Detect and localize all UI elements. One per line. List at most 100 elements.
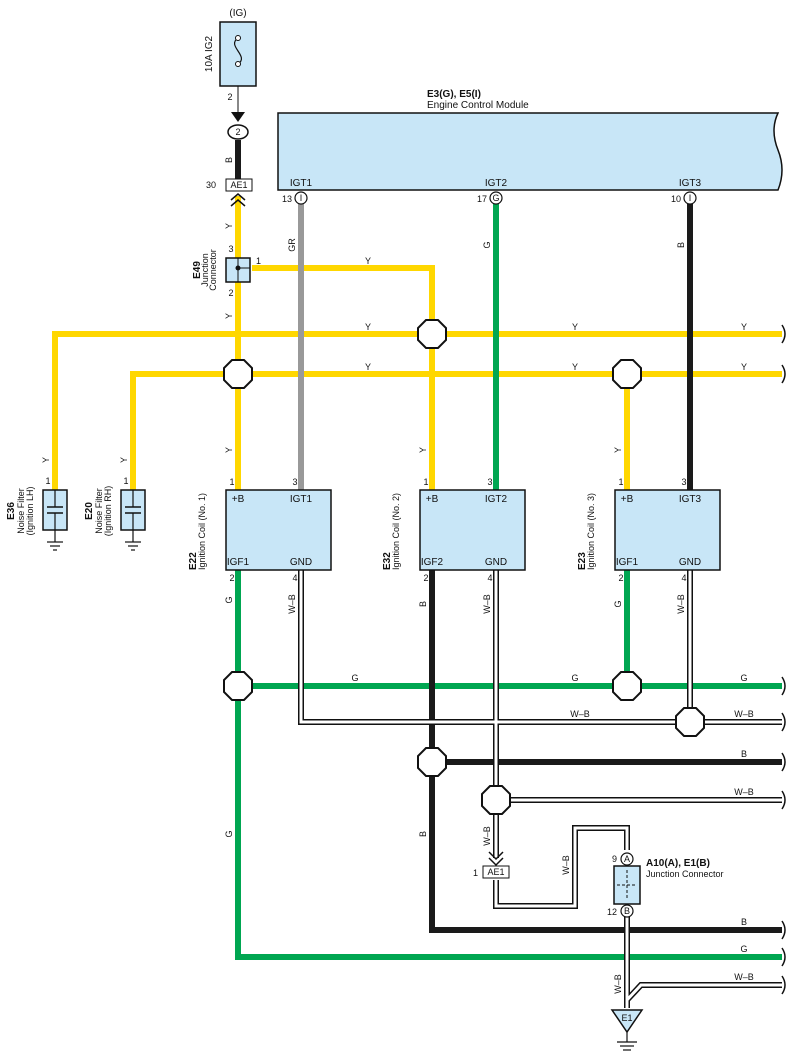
svg-text:Y: Y — [365, 362, 371, 372]
svg-text:Y: Y — [365, 256, 371, 266]
svg-text:B: B — [676, 242, 686, 248]
svg-text:E22: E22 — [188, 552, 199, 570]
svg-text:1: 1 — [473, 868, 478, 878]
noise-filter-e20: 1 E20 Noise Filter (Ignition RH) — [84, 476, 146, 551]
svg-text:IGF2: IGF2 — [421, 557, 444, 568]
svg-text:W–B: W–B — [676, 594, 686, 614]
ground-e1: E1 — [610, 1009, 644, 1051]
ae1-bottom-connector: AE1 1 — [473, 851, 510, 879]
svg-text:10: 10 — [671, 194, 681, 204]
svg-text:G: G — [492, 193, 499, 203]
svg-text:A10(A), E1(B): A10(A), E1(B) — [646, 858, 710, 869]
svg-text:IGT3: IGT3 — [679, 178, 702, 189]
svg-text:Y: Y — [224, 313, 234, 319]
svg-text:IGT1: IGT1 — [290, 178, 313, 189]
svg-text:A: A — [624, 854, 630, 864]
svg-text:G: G — [224, 596, 234, 603]
svg-text:W–B: W–B — [287, 594, 297, 614]
fuse-supply-label: (IG) — [229, 8, 246, 19]
e49-junction-connector: 1 2 3 E49 Junction Connector — [192, 244, 261, 298]
svg-text:Connector: Connector — [208, 249, 218, 291]
svg-text:E49: E49 — [192, 261, 203, 279]
svg-text:17: 17 — [477, 194, 487, 204]
svg-text:E20: E20 — [84, 502, 95, 520]
svg-text:W–B: W–B — [734, 787, 754, 797]
ecm-code: E3(G), E5(I) — [427, 89, 481, 100]
svg-text:G: G — [571, 673, 578, 683]
svg-text:+B: +B — [621, 494, 634, 505]
svg-text:W–B: W–B — [482, 594, 492, 614]
yellow-wires — [52, 196, 782, 490]
wire-label-b-top: B — [224, 157, 234, 163]
svg-text:1: 1 — [256, 256, 261, 266]
svg-text:+B: +B — [232, 494, 245, 505]
svg-text:IGT1: IGT1 — [290, 494, 313, 505]
white-black-wires — [298, 570, 782, 1008]
fuse-label: 10A IG2 — [204, 35, 215, 72]
svg-text:4: 4 — [292, 573, 297, 583]
svg-text:E32: E32 — [382, 552, 393, 570]
svg-text:G: G — [224, 830, 234, 837]
black-wires — [235, 140, 782, 933]
svg-text:B: B — [418, 831, 428, 837]
svg-text:AE1: AE1 — [230, 180, 247, 190]
svg-text:2: 2 — [423, 573, 428, 583]
svg-text:IGT2: IGT2 — [485, 494, 508, 505]
svg-text:(Ignition LH): (Ignition LH) — [25, 486, 35, 535]
svg-text:Y: Y — [365, 322, 371, 332]
svg-text:1: 1 — [423, 477, 428, 487]
svg-text:G: G — [740, 673, 747, 683]
engine-control-module: E3(G), E5(I) Engine Control Module IGT1 … — [277, 89, 783, 205]
noise-filter-e36: 1 E36 Noise Filter (Ignition LH) — [6, 476, 68, 551]
ignition-coil-2: +B IGT2 IGF2 GND 1 3 2 4 E32 Ignition Co… — [382, 477, 526, 583]
svg-text:W–B: W–B — [734, 972, 754, 982]
svg-text:Ignition Coil (No. 1): Ignition Coil (No. 1) — [197, 493, 207, 570]
svg-text:Ignition Coil (No. 2): Ignition Coil (No. 2) — [391, 493, 401, 570]
svg-text:Noise Filter: Noise Filter — [16, 488, 26, 534]
svg-text:B: B — [418, 601, 428, 607]
svg-text:G: G — [482, 241, 492, 248]
svg-text:G: G — [613, 600, 623, 607]
svg-text:Ignition Coil (No. 3): Ignition Coil (No. 3) — [586, 493, 596, 570]
svg-text:E23: E23 — [577, 552, 588, 570]
svg-text:Y: Y — [119, 457, 129, 463]
svg-text:AE1: AE1 — [487, 867, 504, 877]
svg-text:W–B: W–B — [482, 826, 492, 846]
svg-text:Y: Y — [418, 447, 428, 453]
svg-text:IGF1: IGF1 — [227, 557, 250, 568]
svg-text:I: I — [689, 193, 692, 203]
svg-text:B: B — [741, 917, 747, 927]
svg-text:3: 3 — [487, 477, 492, 487]
svg-text:GND: GND — [290, 557, 312, 568]
connector-2: 2 — [227, 124, 249, 140]
svg-text:W–B: W–B — [613, 974, 623, 994]
svg-text:(Ignition RH): (Ignition RH) — [103, 486, 113, 537]
svg-text:E36: E36 — [6, 502, 17, 520]
fuse-10a-ig2: (IG) 10A IG2 2 — [204, 8, 257, 122]
svg-text:2: 2 — [229, 573, 234, 583]
svg-text:E1: E1 — [621, 1013, 632, 1023]
svg-text:IGT2: IGT2 — [485, 178, 508, 189]
a10-e1-junction-connector: A 9 B 12 A10(A), E1(B) Junction Connecto… — [607, 852, 724, 918]
ignition-coil-1: +B IGT1 IGF1 GND 1 3 2 4 E22 Ignition Co… — [188, 477, 332, 583]
svg-text:1: 1 — [229, 477, 234, 487]
svg-text:Noise Filter: Noise Filter — [94, 488, 104, 534]
svg-text:4: 4 — [681, 573, 686, 583]
svg-text:9: 9 — [612, 854, 617, 864]
svg-text:W–B: W–B — [570, 709, 590, 719]
svg-text:1: 1 — [618, 477, 623, 487]
continuation-marks — [781, 324, 786, 995]
svg-text:Junction: Junction — [200, 253, 210, 287]
svg-text:13: 13 — [282, 194, 292, 204]
svg-text:Y: Y — [741, 322, 747, 332]
svg-text:3: 3 — [228, 244, 233, 254]
svg-text:IGF1: IGF1 — [616, 557, 639, 568]
svg-text:B: B — [624, 906, 630, 916]
svg-text:Y: Y — [224, 447, 234, 453]
svg-text:2: 2 — [618, 573, 623, 583]
svg-text:G: G — [351, 673, 358, 683]
svg-text:Y: Y — [572, 322, 578, 332]
svg-text:I: I — [300, 193, 303, 203]
svg-text:1: 1 — [123, 476, 128, 486]
